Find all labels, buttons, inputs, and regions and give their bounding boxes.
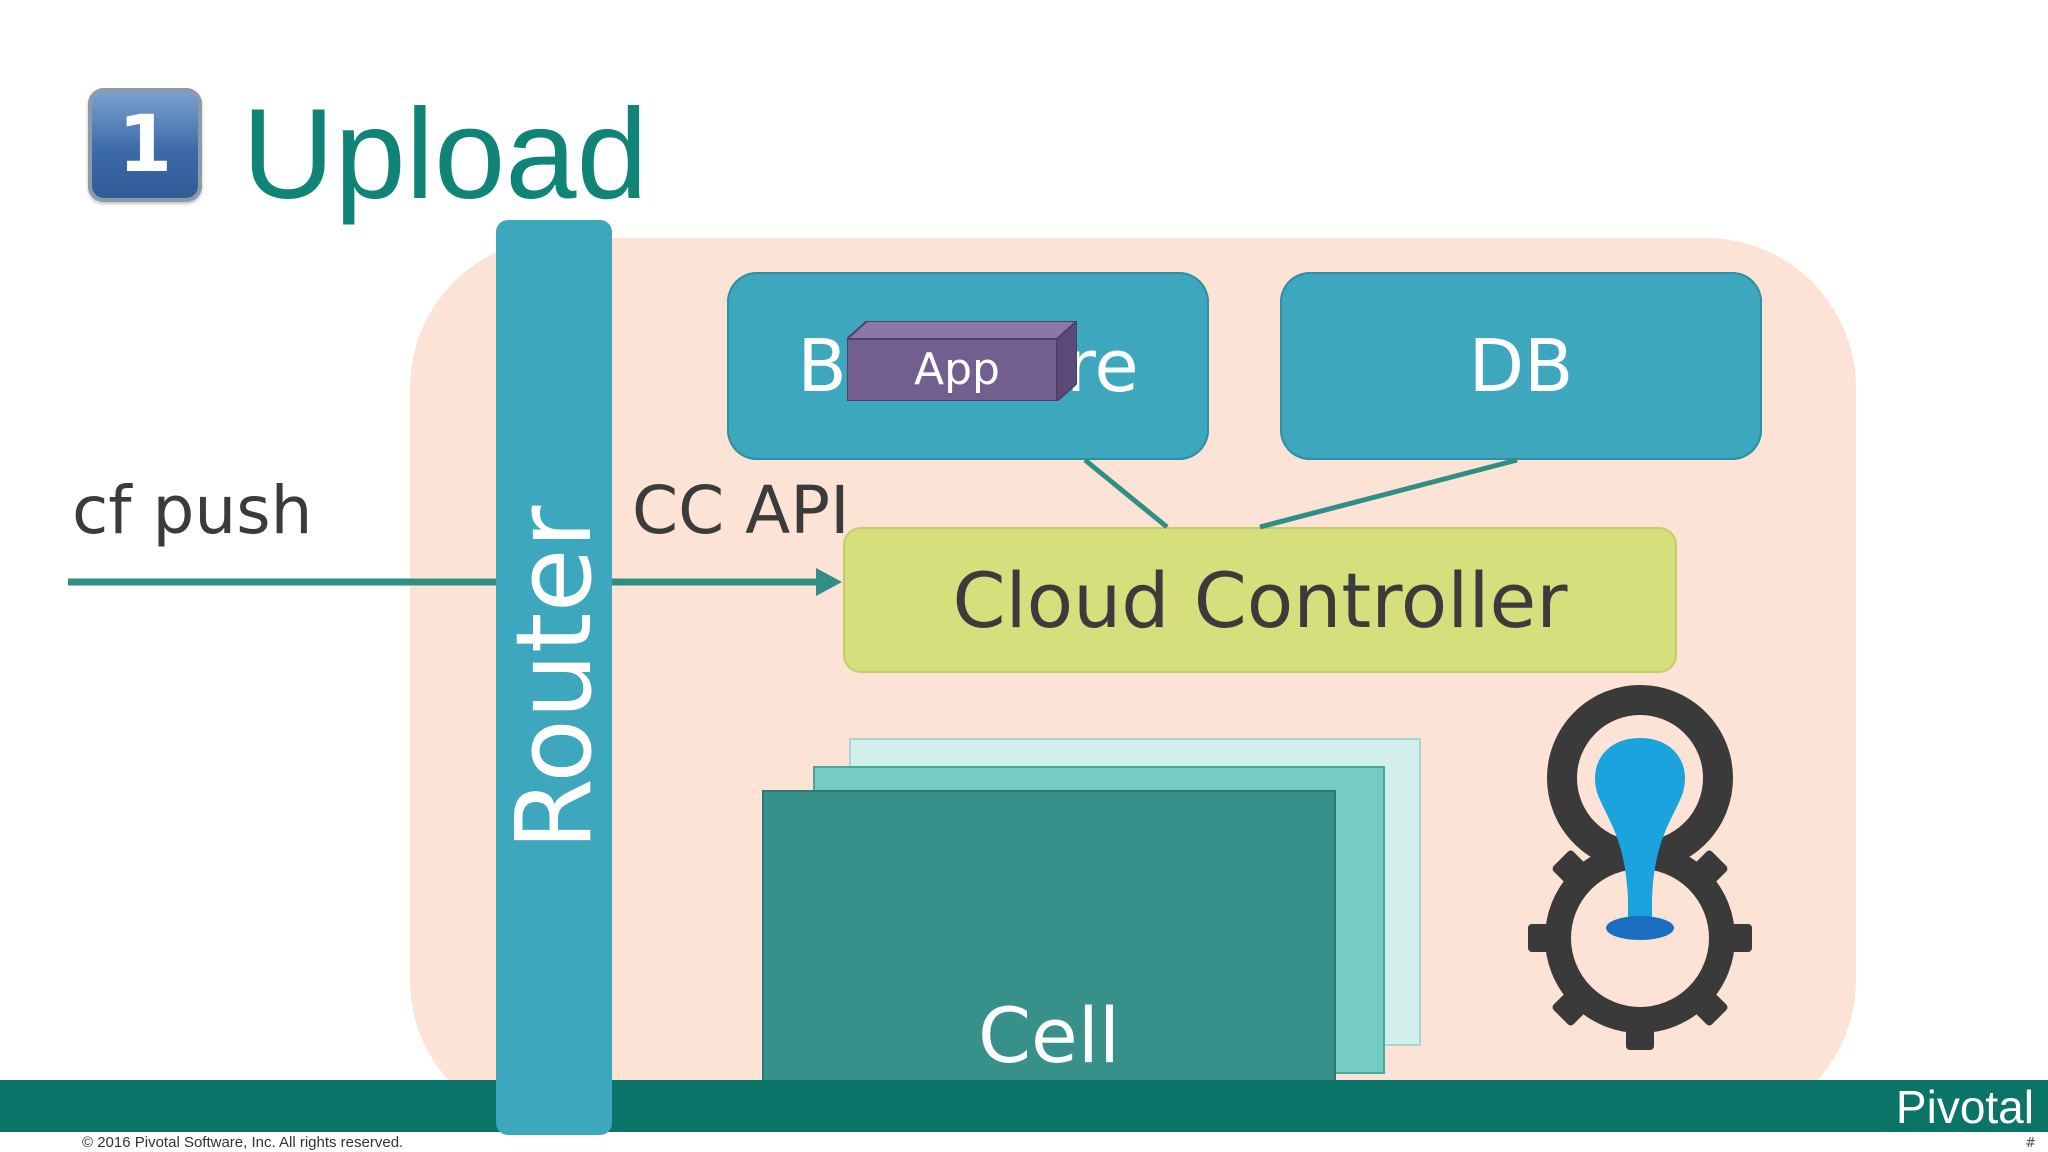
app-package-front (847, 338, 1058, 401)
page-title: Upload (242, 83, 648, 226)
cell-label: Cell (977, 991, 1121, 1080)
footer-band (0, 1080, 2048, 1132)
slide-number-mark: # (2025, 1136, 2036, 1151)
step-number: 1 (117, 100, 173, 190)
step-one-badge-icon: 1 (88, 88, 202, 202)
cell-box: Cell (762, 790, 1336, 1098)
cf-push-label: cf push (72, 472, 313, 549)
cc-api-label: CC API (632, 472, 850, 549)
cloud-controller-box: Cloud Controller (843, 527, 1677, 673)
router-bar: Router (493, 220, 615, 1135)
app-package: App (847, 321, 1077, 401)
app-package-label: App (914, 344, 1000, 395)
copyright-text: © 2016 Pivotal Software, Inc. All rights… (82, 1134, 404, 1151)
app-package-top (847, 321, 1077, 340)
pivotal-logo: Pivotal (1895, 1081, 2034, 1133)
router-label: Router (493, 505, 615, 850)
db-box: DB (1280, 272, 1762, 460)
